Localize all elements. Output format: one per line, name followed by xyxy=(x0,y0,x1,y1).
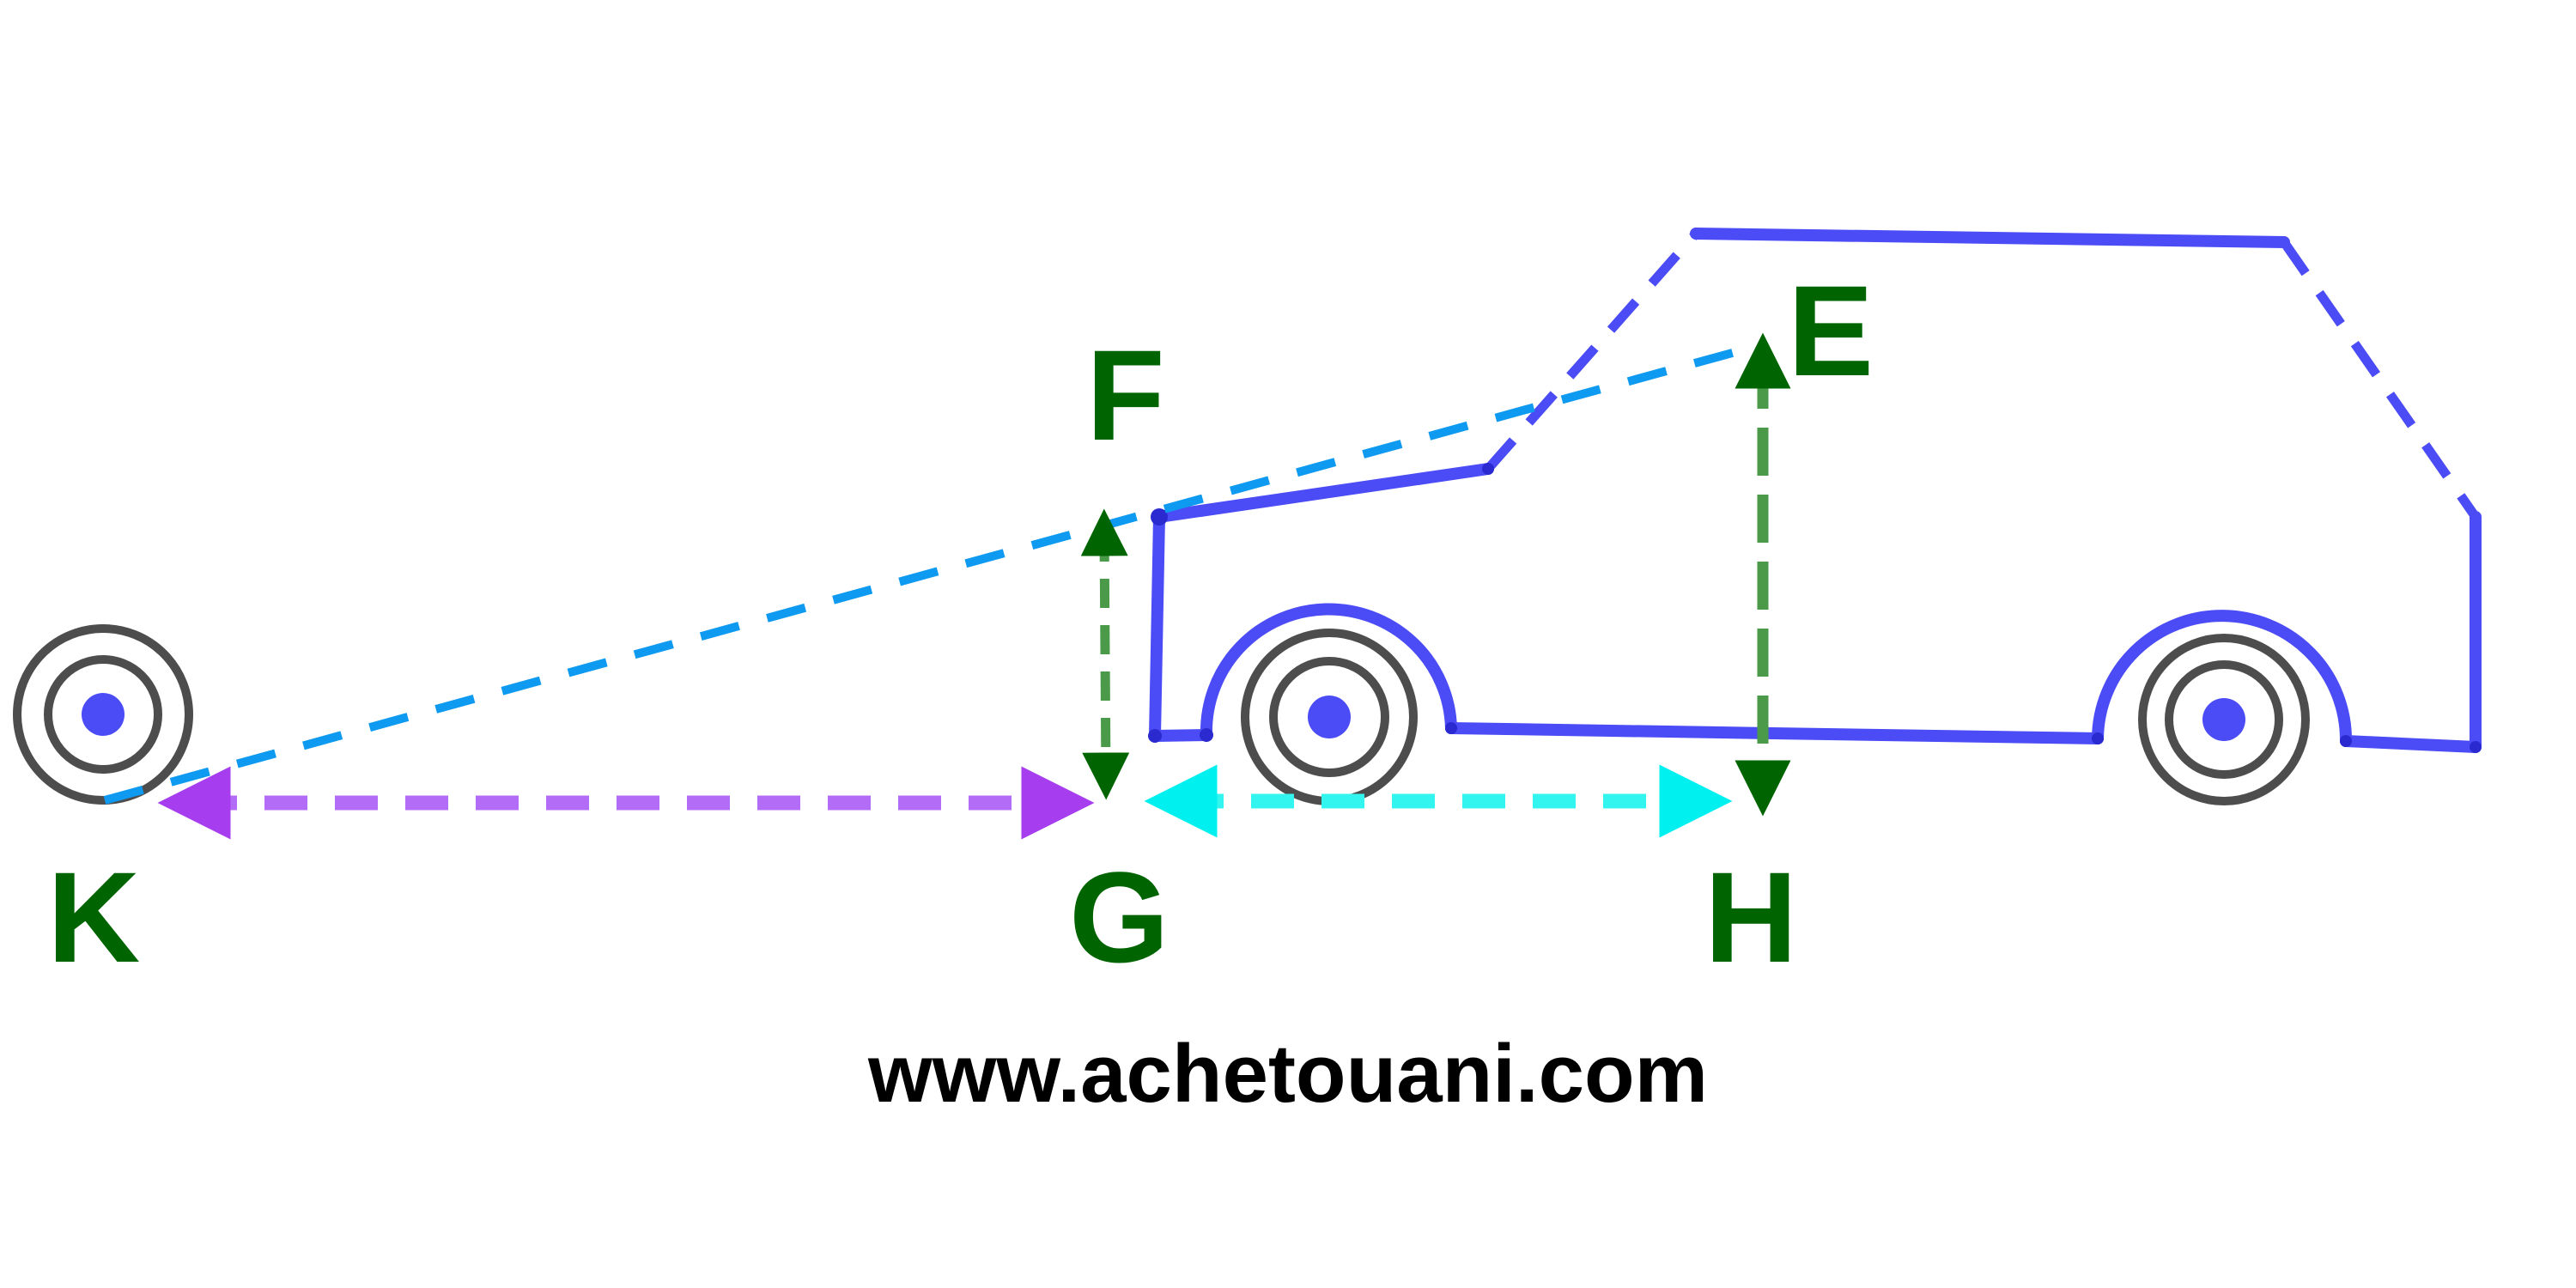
front-wheel xyxy=(1241,629,1418,805)
website-text: www.achetouani.com xyxy=(867,1028,1708,1120)
point-label-e: E xyxy=(1788,258,1874,403)
front-wheel-arch xyxy=(1200,603,1457,741)
car-rear-line xyxy=(2340,511,2482,753)
car-body xyxy=(1149,228,2482,753)
point-label-h: H xyxy=(1704,845,1797,989)
observer-wheel-k xyxy=(13,624,193,805)
car-dashed-lines xyxy=(1484,230,2480,520)
rear-wheel-arch xyxy=(2092,610,2353,747)
car-sill-line xyxy=(1445,722,2104,744)
sight-line-kfe xyxy=(103,341,1762,805)
point-label-g: G xyxy=(1069,845,1170,989)
point-label-k: K xyxy=(47,845,140,989)
rear-window-line xyxy=(2280,239,2480,520)
point-label-f: F xyxy=(1086,323,1165,467)
car-hood-line xyxy=(1149,463,1494,742)
windshield-line xyxy=(1484,230,1700,472)
rear-wheel xyxy=(2138,634,2310,805)
car-roof-line xyxy=(1690,228,2290,248)
height-arrow-fg xyxy=(1080,508,1130,800)
car-joint-dots xyxy=(1148,463,2482,753)
